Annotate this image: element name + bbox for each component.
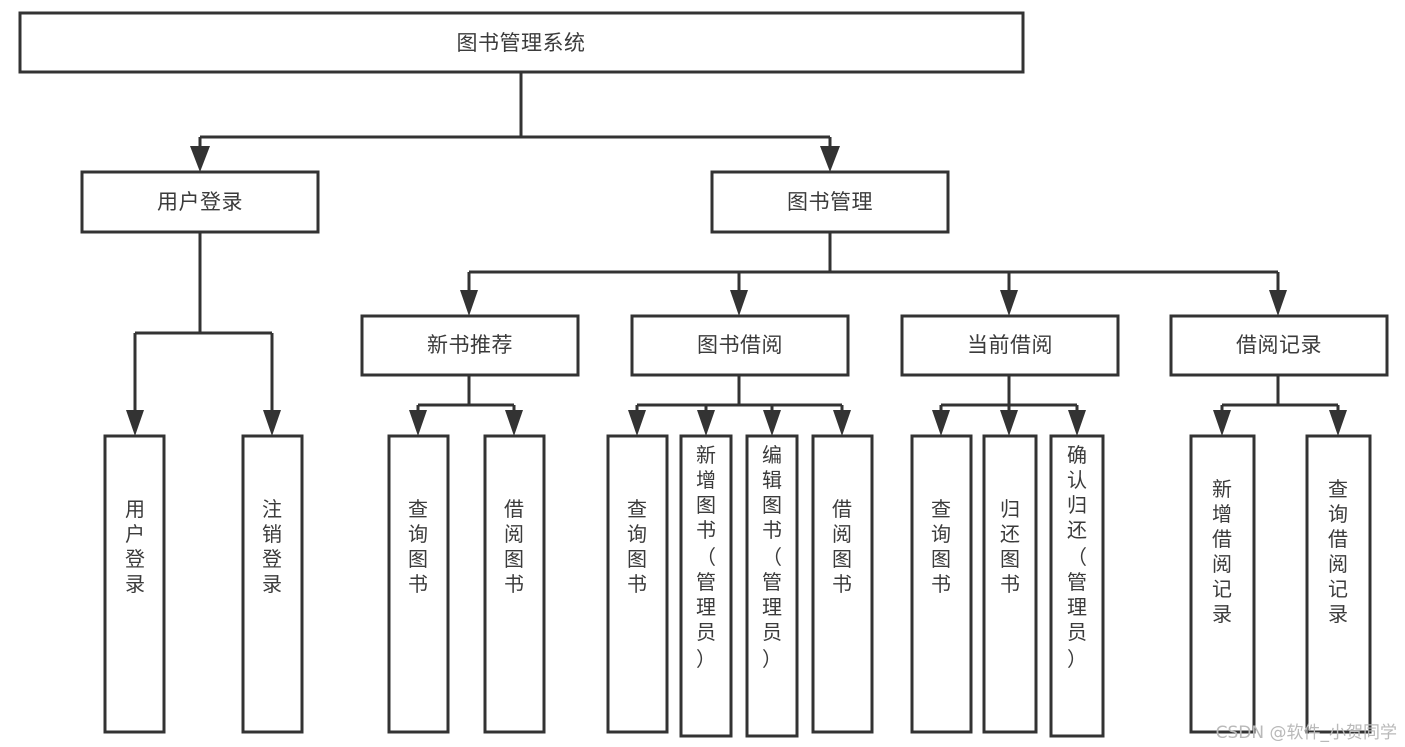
arrowhead-leaf-return-book xyxy=(1000,410,1018,436)
arrowhead-to-bookmgmt xyxy=(820,146,840,172)
node-current-box[interactable] xyxy=(900,314,1120,377)
arrowhead-leaf-query-record xyxy=(1329,410,1347,436)
leaf-add-book-label: 新增图书（管理员） xyxy=(696,443,716,671)
arrowhead-to-borrow xyxy=(730,290,748,316)
leaf-confirm-return-label: 确认归还（管理员） xyxy=(1067,443,1087,671)
leaf-user-logout[interactable]: 注销登录 xyxy=(241,434,304,734)
leaf-query-record-label: 查询借阅记录 xyxy=(1328,477,1348,626)
leaf-confirm-return[interactable]: 确认归还（管理员） xyxy=(1049,434,1105,738)
leaf-borrow-book-1-label: 借阅图书 xyxy=(504,497,524,596)
leaf-query-book-3-label: 查询图书 xyxy=(931,497,951,596)
leaf-add-record-box[interactable] xyxy=(1189,434,1256,734)
leaf-query-book-2-box[interactable] xyxy=(606,434,669,734)
arrowhead-leaf-query-book-2 xyxy=(628,410,646,436)
node-newbook-box[interactable] xyxy=(360,314,580,377)
leaf-edit-book-box[interactable] xyxy=(745,434,799,738)
node-root-label: 图书管理系统 xyxy=(457,31,586,55)
leaf-user-logout-label: 注销登录 xyxy=(262,497,282,596)
node-records-box[interactable] xyxy=(1169,314,1389,377)
arrowhead-leaf-edit-book xyxy=(763,410,781,436)
leaf-add-record-label: 新增借阅记录 xyxy=(1212,477,1232,626)
node-records[interactable]: 借阅记录 xyxy=(1169,314,1389,377)
arrowhead-leaf-add-record xyxy=(1213,410,1231,436)
node-bookmgmt[interactable]: 图书管理 xyxy=(710,170,950,234)
node-records-label: 借阅记录 xyxy=(1236,333,1322,357)
leaf-return-book[interactable]: 归还图书 xyxy=(982,434,1038,734)
leaf-return-book-box[interactable] xyxy=(982,434,1038,734)
node-login[interactable]: 用户登录 xyxy=(80,170,320,234)
leaf-user-logout-box[interactable] xyxy=(241,434,304,734)
arrowhead-leaf-user-logout xyxy=(263,410,281,436)
leaf-query-record-box[interactable] xyxy=(1305,434,1372,734)
arrowhead-leaf-confirm-return xyxy=(1068,410,1086,436)
leaf-user-login[interactable]: 用户登录 xyxy=(103,434,166,734)
leaf-return-book-label: 归还图书 xyxy=(1000,497,1020,596)
arrowhead-to-login xyxy=(190,146,210,172)
leaf-add-book-box[interactable] xyxy=(679,434,733,738)
node-root[interactable]: 图书管理系统 xyxy=(18,11,1025,74)
leaf-user-login-box[interactable] xyxy=(103,434,166,734)
node-current[interactable]: 当前借阅 xyxy=(900,314,1120,377)
arrowhead-to-records xyxy=(1269,290,1287,316)
arrowhead-leaf-borrow-book-1 xyxy=(505,410,523,436)
leaf-edit-book-label: 编辑图书（管理员） xyxy=(762,443,782,671)
csdn-watermark: CSDN @软件_小贺同学 xyxy=(1215,723,1397,743)
leaf-user-login-label: 用户登录 xyxy=(125,497,145,596)
arrowhead-to-newbook xyxy=(460,290,478,316)
arrowhead-to-current xyxy=(1000,290,1018,316)
node-newbook-label: 新书推荐 xyxy=(427,333,513,357)
node-bookmgmt-label: 图书管理 xyxy=(787,190,873,214)
leaf-add-book[interactable]: 新增图书（管理员） xyxy=(679,434,733,738)
arrowhead-leaf-borrow-book-2 xyxy=(833,410,851,436)
leaf-borrow-book-1[interactable]: 借阅图书 xyxy=(483,434,546,734)
node-current-label: 当前借阅 xyxy=(967,333,1053,357)
leaf-borrow-book-1-box[interactable] xyxy=(483,434,546,734)
arrowhead-leaf-query-book-1 xyxy=(409,410,427,436)
leaf-query-book-3[interactable]: 查询图书 xyxy=(910,434,973,734)
arrowhead-leaf-add-book xyxy=(697,410,715,436)
leaf-edit-book[interactable]: 编辑图书（管理员） xyxy=(745,434,799,738)
leaf-query-book-1[interactable]: 查询图书 xyxy=(387,434,450,734)
leaf-borrow-book-2[interactable]: 借阅图书 xyxy=(811,434,874,734)
leaf-confirm-return-box[interactable] xyxy=(1049,434,1105,738)
leaf-query-book-3-box[interactable] xyxy=(910,434,973,734)
node-root-box[interactable] xyxy=(18,11,1025,74)
node-bookmgmt-box[interactable] xyxy=(710,170,950,234)
leaf-borrow-book-2-box[interactable] xyxy=(811,434,874,734)
leaf-query-book-1-box[interactable] xyxy=(387,434,450,734)
leaf-query-record[interactable]: 查询借阅记录 xyxy=(1305,434,1372,734)
leaf-query-book-1-label: 查询图书 xyxy=(408,497,428,596)
node-borrow[interactable]: 图书借阅 xyxy=(630,314,850,377)
node-login-box[interactable] xyxy=(80,170,320,234)
leaf-query-book-2-label: 查询图书 xyxy=(627,497,647,596)
connectors-layer xyxy=(126,72,1347,436)
arrowhead-leaf-query-book-3 xyxy=(932,410,950,436)
node-login-label: 用户登录 xyxy=(157,190,243,214)
node-borrow-label: 图书借阅 xyxy=(697,333,783,357)
leaf-add-record[interactable]: 新增借阅记录 xyxy=(1189,434,1256,734)
leaf-borrow-book-2-label: 借阅图书 xyxy=(832,497,852,596)
node-newbook[interactable]: 新书推荐 xyxy=(360,314,580,377)
arrowhead-leaf-user-login xyxy=(126,410,144,436)
leaf-query-book-2[interactable]: 查询图书 xyxy=(606,434,669,734)
node-borrow-box[interactable] xyxy=(630,314,850,377)
